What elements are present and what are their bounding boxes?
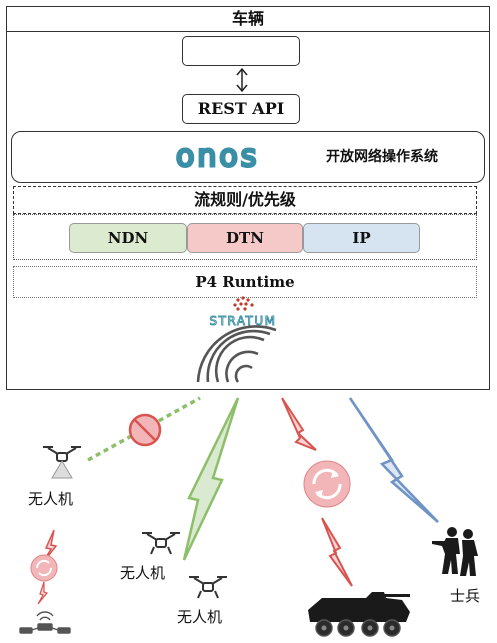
armored-vehicle-icon xyxy=(308,592,410,637)
drone-label-1: 无人机 xyxy=(28,490,74,508)
relay-sync-icon xyxy=(303,460,351,508)
red-lightning-link-small-lower xyxy=(37,581,49,605)
soldier-label: 士兵 xyxy=(450,587,481,605)
drone-label-3: 无人机 xyxy=(177,608,223,626)
soldiers-icon xyxy=(432,527,478,576)
vehicle-container xyxy=(6,6,490,390)
blue-lightning-link xyxy=(348,397,439,523)
bidirectional-arrow-icon xyxy=(236,67,248,93)
rest-api-box: REST API xyxy=(182,94,300,124)
blocked-link-icon xyxy=(128,413,162,447)
onos-logo-text: onos xyxy=(176,141,259,173)
p4-runtime-layer: P4 Runtime xyxy=(13,266,477,298)
field-links xyxy=(30,396,439,605)
protocol-dtn: DTN xyxy=(187,223,303,253)
relay-sync-icon-small xyxy=(30,554,58,582)
drone-icon xyxy=(189,576,227,599)
protocol-layer xyxy=(13,214,477,260)
drone-label-2: 无人机 xyxy=(120,564,166,582)
green-lightning-link xyxy=(182,397,240,561)
red-lightning-link-upper xyxy=(281,397,317,451)
onos-description: 开放网络操作系统 xyxy=(326,149,438,165)
application-box xyxy=(182,36,300,66)
onos-logo: onos xyxy=(175,141,259,173)
onos-layer xyxy=(11,131,485,183)
drone-icon xyxy=(142,532,180,555)
drone-icon xyxy=(43,446,81,479)
stratum-radio-group: STRATUM xyxy=(196,296,277,383)
ground-sensor-nodes-icon xyxy=(19,611,71,634)
radio-waves-icon xyxy=(196,325,277,383)
red-lightning-link-lower xyxy=(321,517,353,587)
protocol-ip: IP xyxy=(303,223,420,253)
flow-rules-layer: 流规则/优先级 xyxy=(13,186,477,214)
signal-dots-icon xyxy=(233,296,254,311)
protocol-ndn: NDN xyxy=(69,223,187,253)
stratum-logo-text: STRATUM xyxy=(209,314,276,328)
vehicle-title: 车辆 xyxy=(6,6,490,32)
